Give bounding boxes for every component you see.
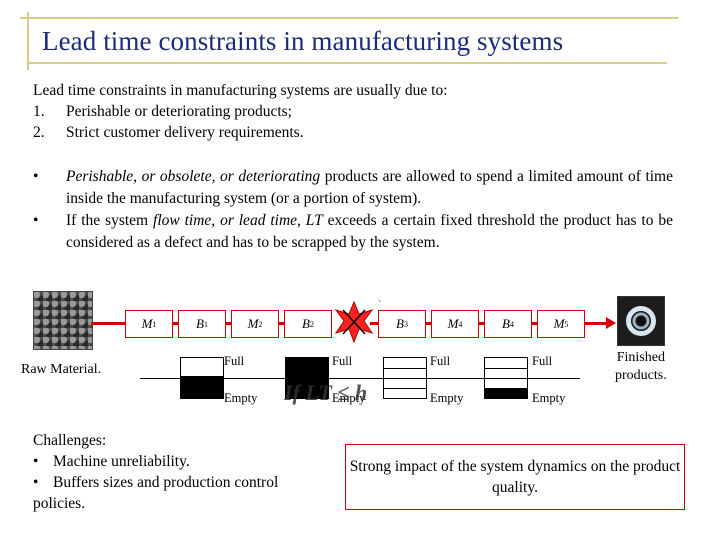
bullet-text: products are allowed to spend a limited … [66,168,673,207]
intro-item-number: 2. [33,124,45,141]
flow-segment [278,322,284,325]
challenges-heading: Challenges: [33,432,107,449]
failed-machine-icon [334,300,374,344]
impact-callout: Strong impact of the system dynamics on … [345,444,685,510]
buffer-full-label: Full [332,354,353,368]
finished-products-label: Finished products. [615,349,667,385]
buffer-full-label: Full [532,354,553,368]
raw-material-label: Raw Material. [21,362,102,377]
buffer-fill [181,376,223,398]
finished-label-line: products. [615,368,667,383]
finished-product-image [617,296,665,346]
buffer-baseline [140,378,580,379]
intro-item-text: Perishable or deteriorating products; [66,103,292,120]
buffer-full-label: Full [224,354,245,368]
buffer-empty-label: Empty [430,391,464,405]
flow-arrow-head [606,317,616,329]
challenges-block: Challenges: •Machine unreliability. •Buf… [33,430,283,514]
finished-label-line: Finished [616,350,665,365]
bullet-italic-text: Perishable, or obsolete, or deterioratin… [66,168,321,185]
bullet-icon: • [33,168,39,185]
intro-item-number: 1. [33,103,45,120]
bullet-icon: • [33,212,39,229]
flow-segment [225,322,231,325]
flow-segment [172,322,178,325]
title-underline [27,62,667,64]
buffer-level-b2 [285,357,329,399]
buffer-empty-label: Empty [224,391,258,405]
buffer-empty-label: Empty [332,391,366,405]
buffer-level-b3 [383,357,427,399]
bullet-item: • Perishable, or obsolete, or deteriorati… [33,166,673,210]
intro-item-text: Strict customer delivery requirements. [66,124,304,141]
flow-segment [370,322,378,325]
buffer-full-label: Full [430,354,451,368]
title-frame-top-line [20,17,678,19]
impact-text: Strong impact of the system dynamics on … [349,458,681,496]
bullet-list: • Perishable, or obsolete, or deteriorati… [33,166,673,254]
buffer-level-b1 [180,357,224,399]
bullet-text: If the system [66,212,154,229]
page-title: Lead time constraints in manufacturing s… [42,26,564,56]
raw-material-image [33,291,93,350]
tick-mark: ` [378,300,382,311]
flow-arrow-line [91,322,127,325]
flow-segment [478,322,484,325]
intro-item: 1. Perishable or deteriorating products; [33,101,448,122]
bullet-icon: • [33,453,39,470]
buffer-fill [286,358,328,398]
bullet-icon: • [33,474,39,491]
intro-block: Lead time constraints in manufacturing s… [33,80,448,143]
flow-segment [531,322,537,325]
bullet-italic-text: flow time, or lead time, LT [153,212,323,229]
intro-line: Lead time constraints in manufacturing s… [33,82,448,99]
gear-icon [626,306,656,336]
intro-item: 2. Strict customer delivery requirements. [33,122,448,143]
challenge-item: •Buffers sizes and production control po… [33,474,279,512]
bullet-item: • If the system flow time, or lead time, … [33,210,673,254]
lead-time-formula: If LT ≤ h [284,380,368,405]
buffer-fill [485,388,527,398]
buffer-level-b4 [484,357,528,399]
buffer-empty-label: Empty [532,391,566,405]
flow-segment [425,322,431,325]
flow-arrow-line [584,322,608,325]
bullet-text: exceeds a certain fixed threshold the pr… [66,212,673,251]
title-frame-left-line [27,12,29,70]
challenge-item: •Machine unreliability. [33,453,190,470]
